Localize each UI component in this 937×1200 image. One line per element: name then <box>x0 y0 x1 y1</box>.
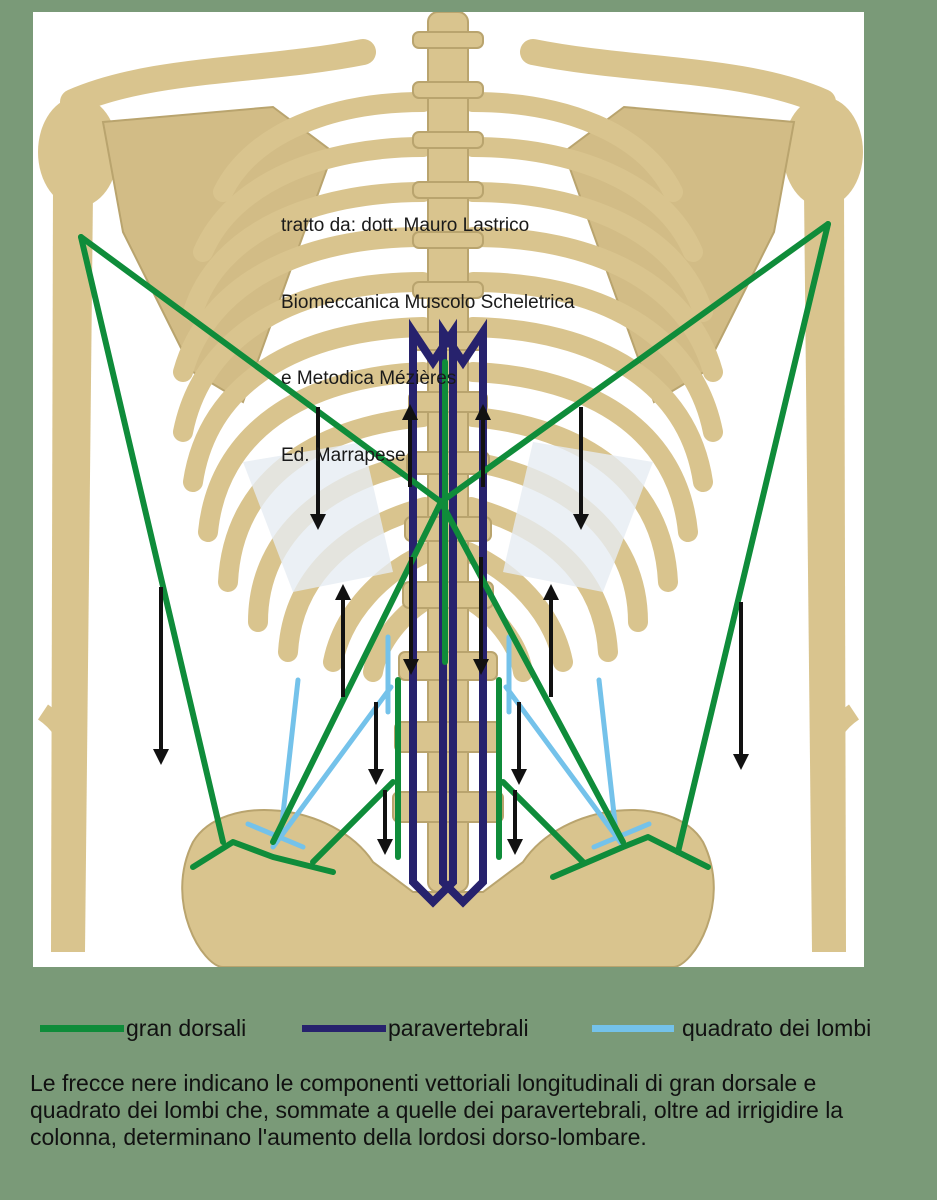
legend-item-paravertebrali: paravertebrali <box>302 1010 529 1046</box>
caption: Le frecce nere indicano le componenti ve… <box>30 1070 844 1150</box>
ribs <box>173 92 723 682</box>
skeleton-diagram <box>37 12 863 967</box>
vector-arrows <box>153 404 749 855</box>
credit-line: Biomeccanica Muscolo Scheletrica <box>281 291 575 313</box>
quadrato-dei-lombi-lines <box>245 634 652 850</box>
anatomy-figure: tratto da: dott. Mauro Lastrico Biomecca… <box>33 12 864 967</box>
legend-swatch-dark-blue <box>302 1024 386 1032</box>
right-elbow <box>814 704 860 817</box>
gran-dorsali-lines <box>78 221 831 880</box>
credit-line: Ed. Marrapese <box>281 444 406 466</box>
legend-item-quadrato-dei-lombi: quadrato dei lombi <box>592 1010 871 1046</box>
credit-line: e Metodica Mézières <box>281 368 457 389</box>
legend-label: gran dorsali <box>126 1014 247 1041</box>
left-shoulder <box>38 97 118 207</box>
credit-line: tratto da: dott. Mauro Lastrico <box>281 215 530 236</box>
legend-item-gran-dorsali: gran dorsali <box>40 1010 246 1046</box>
legend-label: paravertebrali <box>388 1014 529 1041</box>
left-humerus <box>51 182 93 952</box>
legend-label: quadrato dei lombi <box>682 1014 872 1041</box>
left-elbow <box>37 704 83 817</box>
source-credit: tratto da: dott. Mauro Lastrico Biomecca… <box>281 162 575 519</box>
right-clavicle <box>520 39 836 115</box>
legend-swatch-green <box>40 1024 124 1032</box>
legend-swatch-light-blue <box>592 1024 674 1032</box>
left-clavicle <box>60 39 376 115</box>
paravertebrali-lines <box>409 318 487 908</box>
legend: gran dorsali paravertebrali quadrato dei… <box>0 1010 937 1046</box>
right-shoulder <box>783 97 863 207</box>
pelvis <box>181 808 715 967</box>
right-humerus <box>804 182 846 952</box>
skeleton <box>37 12 863 967</box>
